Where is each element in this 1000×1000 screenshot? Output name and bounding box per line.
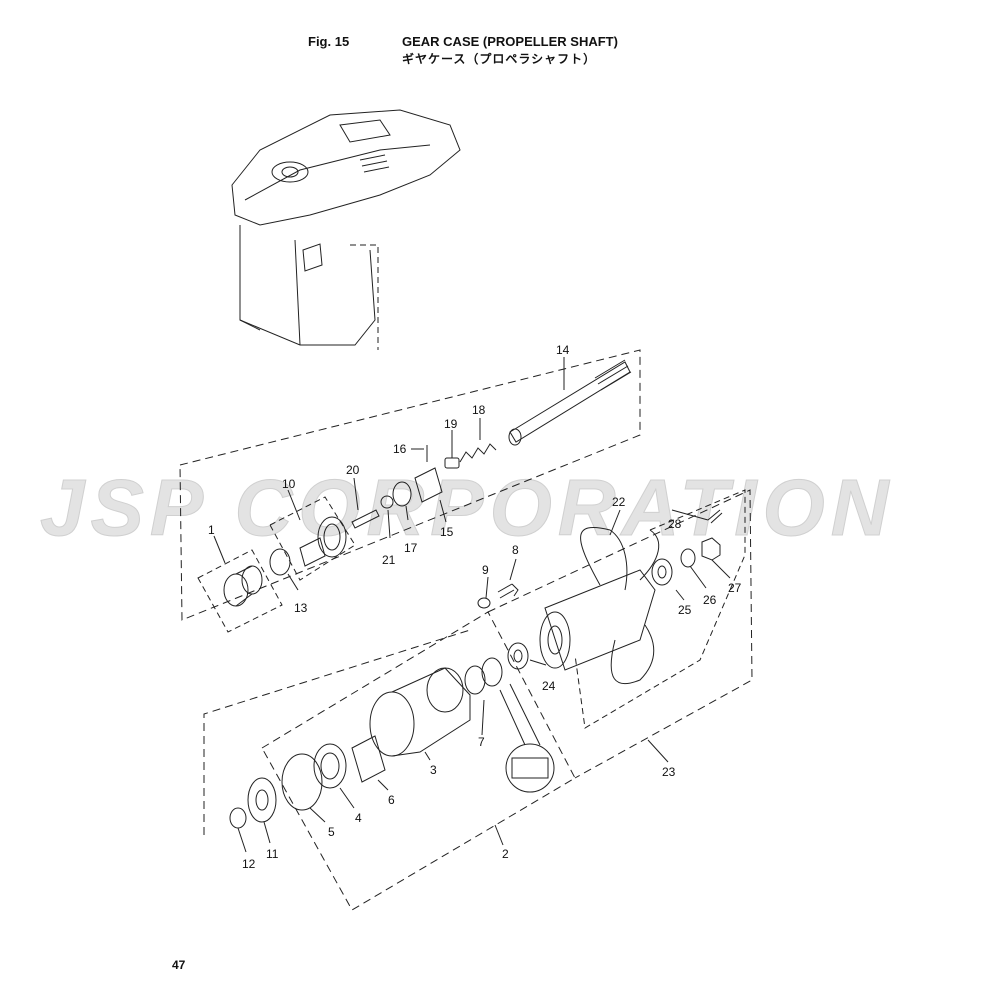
part-18-spring	[459, 443, 497, 463]
part-24-thrust-washer	[507, 642, 529, 670]
callout-22: 22	[612, 495, 626, 509]
callout-23: 23	[662, 765, 676, 779]
callout-10: 10	[282, 477, 296, 491]
callout-16: 16	[393, 442, 407, 456]
dashed-box-23	[487, 489, 753, 779]
dashed-frame-lower	[203, 629, 471, 835]
dashed-box-22	[574, 489, 746, 729]
callout-24: 24	[542, 679, 556, 693]
leader-lines	[213, 357, 731, 853]
part-13-ring	[269, 548, 291, 576]
part-20-pin	[351, 509, 380, 529]
callout-8: 8	[512, 543, 519, 557]
part-3-bearing-housing	[369, 667, 471, 757]
part-12-washer	[229, 807, 247, 829]
dashed-box-2	[261, 611, 576, 911]
callout-2: 2	[502, 847, 509, 861]
dashed-box-1	[197, 549, 283, 633]
part-11-reverse-gear	[247, 777, 277, 823]
part-5-o-ring	[281, 753, 323, 811]
part-6-bushing	[351, 735, 386, 783]
part-8-bolt	[497, 583, 519, 599]
part-14-propeller-shaft	[508, 359, 632, 446]
callout-25: 25	[678, 603, 692, 617]
page-number: 47	[172, 958, 186, 972]
figure-number: Fig. 15	[308, 34, 350, 49]
callout-28: 28	[668, 517, 682, 531]
callout-18: 18	[472, 403, 486, 417]
callout-26: 26	[703, 593, 717, 607]
callout-7: 7	[478, 735, 485, 749]
part-22-propeller	[539, 526, 660, 685]
part-25-spacer	[651, 558, 673, 586]
callout-12: 12	[242, 857, 256, 871]
part-7-oil-seals	[464, 657, 503, 695]
watermark-text: JSP CORPORATION	[40, 463, 895, 552]
callout-27: 27	[728, 581, 742, 595]
figure-title-english: GEAR CASE (PROPELLER SHAFT)	[402, 34, 618, 49]
callout-numbers: 1 2 3 4 5 6 7 8 9 10 11 12 13 14 15 16 1…	[208, 343, 742, 871]
part-17-ring	[392, 481, 412, 507]
figure-title-japanese: ギヤケース（プロペラシャフト）	[402, 52, 597, 66]
dashed-frame-upper	[179, 349, 641, 621]
callout-19: 19	[444, 417, 458, 431]
callout-1: 1	[208, 523, 215, 537]
callout-4: 4	[355, 811, 362, 825]
part-1-bearing	[223, 565, 263, 607]
callout-3: 3	[430, 763, 437, 777]
callout-14: 14	[556, 343, 570, 357]
part-4-bearing	[313, 743, 347, 789]
callout-20: 20	[346, 463, 360, 477]
callout-13: 13	[294, 601, 308, 615]
callout-5: 5	[328, 825, 335, 839]
part-9-washer	[477, 597, 491, 609]
callout-15: 15	[440, 525, 454, 539]
callout-9: 9	[482, 563, 489, 577]
part-10-forward-gear	[299, 516, 347, 567]
part-15-clutch	[414, 467, 443, 503]
callout-17: 17	[404, 541, 418, 555]
grease-detail-callout	[499, 683, 555, 793]
callout-11: 11	[266, 847, 279, 861]
part-26-washer	[680, 548, 696, 568]
gear-case-housing	[231, 109, 461, 350]
callout-21: 21	[382, 553, 396, 567]
callout-6: 6	[388, 793, 395, 807]
part-21-ball	[380, 495, 394, 509]
part-27-nut	[701, 537, 721, 561]
part-28-cotter-pin	[707, 509, 723, 524]
